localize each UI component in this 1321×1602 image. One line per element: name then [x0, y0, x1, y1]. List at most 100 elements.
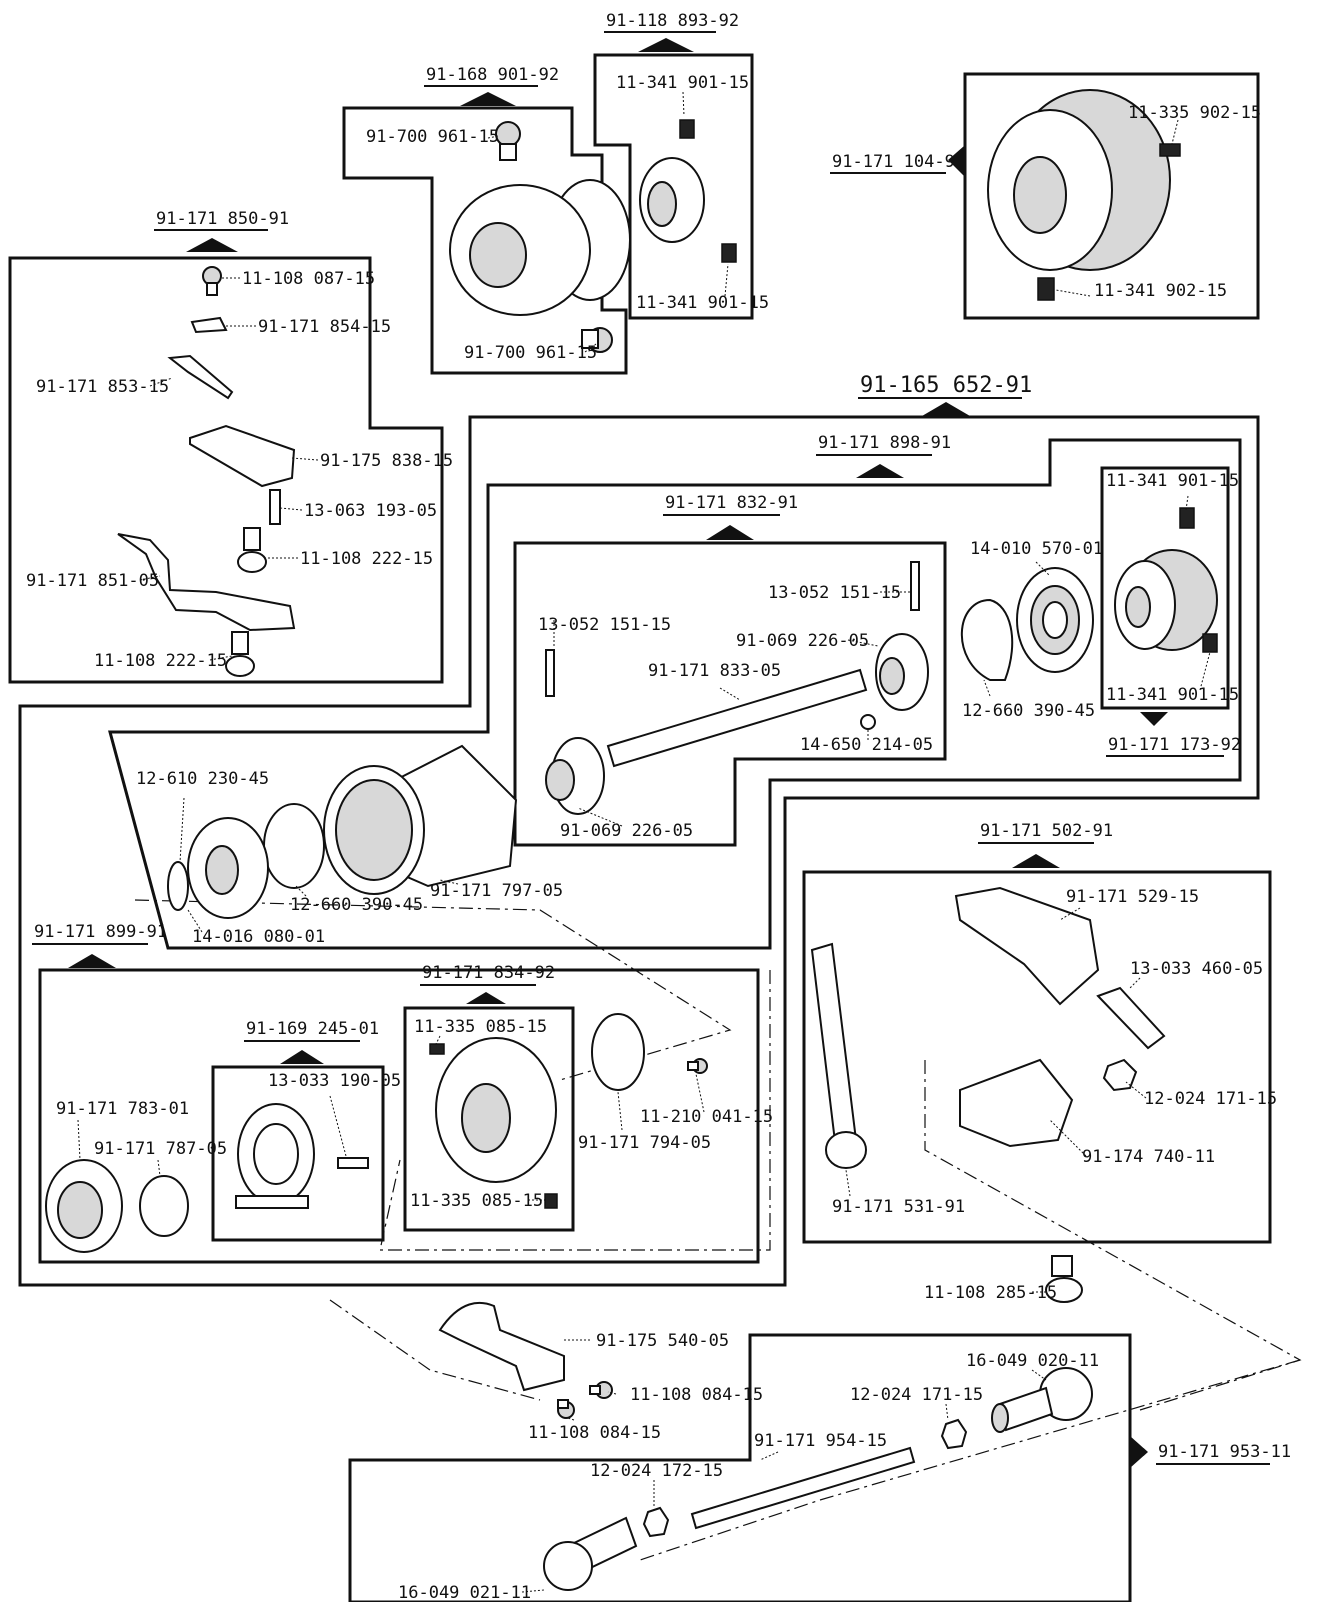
group-label-text: 91-118 893-92: [606, 11, 739, 31]
box-171-502: [802, 870, 1272, 1244]
part-label: 11-341 901-15: [636, 293, 769, 313]
box-171-173: [1100, 466, 1230, 710]
spring-drawing: [167, 354, 234, 400]
group-label-171-953: 91-171 953-11: [1130, 1436, 1291, 1468]
part-label: 13-033 190-05: [268, 1071, 401, 1091]
link-eye-drawing: [825, 1131, 867, 1169]
part-label: 91-171 854-15: [258, 317, 391, 337]
bracket-drawing: [954, 886, 1100, 1006]
group-label-171-834: 91-171 834-92: [420, 963, 555, 1004]
ball-joint-drawing: [991, 1367, 1093, 1433]
part-label: 11-210 041-15: [640, 1107, 773, 1127]
pin-drawing: [1096, 986, 1166, 1050]
set-screw-icon: [1179, 507, 1195, 529]
part-label: 11-341 901-15: [1106, 685, 1239, 705]
pin-drawing: [269, 489, 281, 525]
part-label: 11-108 084-15: [630, 1385, 763, 1405]
group-label-text: 91-171 502-91: [980, 821, 1113, 841]
group-label-171-502: 91-171 502-91: [978, 821, 1113, 868]
box-171-832: [513, 541, 947, 847]
part-label: 91-171 853-15: [36, 377, 169, 397]
link-arm-drawing: [810, 942, 858, 1152]
part-label: 91-171 794-05: [578, 1133, 711, 1153]
clip-drawing: [190, 316, 228, 334]
group-label-168-901: 91-168 901-92: [424, 65, 559, 106]
centerline-5: [329, 1299, 541, 1401]
box-171-834: [403, 1006, 575, 1232]
box-171-899: [38, 968, 760, 1264]
pin-drawing: [545, 649, 555, 697]
crank-drawing: [959, 1058, 1074, 1148]
part-label: 91-069 226-05: [736, 631, 869, 651]
ball-bearing-drawing: [187, 817, 269, 919]
part-label: 12-024 172-15: [590, 1461, 723, 1481]
part-label: 11-341 901-15: [1106, 471, 1239, 491]
group-label-171-899: 91-171 899-91: [32, 922, 167, 968]
pinion-gear-drawing: [1114, 549, 1218, 651]
part-label: 91-171 797-05: [430, 881, 563, 901]
box-168-901: [342, 106, 628, 375]
group-label-text: 91-171 173-92: [1108, 735, 1241, 755]
group-label-171-104: 91-171 104-91: [830, 146, 965, 176]
pin-drawing: [910, 561, 920, 611]
part-label: 12-024 171-15: [850, 1385, 983, 1405]
nut-icon: [1102, 1058, 1138, 1092]
part-label: 91-171 833-05: [648, 661, 781, 681]
group-label-text: 91-171 850-91: [156, 209, 289, 229]
part-label: 13-052 151-15: [538, 615, 671, 635]
centerline-2: [379, 970, 771, 1251]
part-label: 12-024 171-15: [1144, 1089, 1277, 1109]
part-label: 11-341 901-15: [616, 73, 749, 93]
screw-icon: [1045, 1255, 1083, 1303]
threaded-rod-drawing: [690, 1446, 916, 1530]
group-label-171-850: 91-171 850-91: [154, 209, 289, 252]
group-label-text: 91-171 953-11: [1158, 1442, 1291, 1462]
set-screw-icon: [1202, 633, 1218, 653]
part-label: 14-016 080-01: [192, 927, 325, 947]
centerline-3: [924, 1060, 1302, 1411]
group-label-text: 91-165 652-91: [860, 373, 1032, 398]
group-label-text: 91-169 245-01: [246, 1019, 379, 1039]
part-label: 11-108 222-15: [300, 549, 433, 569]
set-screw-icon: [721, 243, 737, 263]
group-label-text: 91-171 899-91: [34, 922, 167, 942]
part-label: 11-335 085-15: [414, 1017, 547, 1037]
group-label-171-173: 91-171 173-92: [1106, 712, 1241, 757]
group-label-text: 91-171 898-91: [818, 433, 951, 453]
part-label: 12-660 390-45: [290, 895, 423, 915]
box-171-953: [348, 1333, 1132, 1602]
set-screw-icon: [544, 1193, 558, 1209]
group-label-text: 91-171 834-92: [422, 963, 555, 983]
washer-drawing: [139, 1175, 189, 1237]
screw-icon: [557, 1399, 575, 1419]
box-171-850: [8, 256, 444, 684]
group-label-171-898: 91-171 898-91: [816, 433, 951, 478]
part-label: 11-335 902-15: [1128, 103, 1261, 123]
screw-icon: [237, 527, 267, 573]
ball-joint-drawing: [543, 1516, 638, 1591]
part-label: 11-108 087-15: [242, 269, 375, 289]
block-drawing: [189, 424, 296, 488]
part-label: 91-171 783-01: [56, 1099, 189, 1119]
part-label: 13-063 193-05: [304, 501, 437, 521]
part-label: 91-175 540-05: [596, 1331, 729, 1351]
part-label: 16-049 021-11: [398, 1583, 531, 1602]
part-label: 91-175 838-15: [320, 451, 453, 471]
screw-icon: [581, 327, 613, 353]
snap-ring-drawing: [167, 861, 189, 911]
screw-icon: [687, 1058, 708, 1074]
ball-drawing: [860, 714, 876, 730]
group-label-text: 91-171 832-91: [665, 493, 798, 513]
gear-drawing: [987, 89, 1171, 271]
snap-ring-drawing: [960, 598, 1014, 681]
part-label: 16-049 020-11: [966, 1351, 1099, 1371]
box-171-104: [963, 72, 1260, 320]
pin-drawing: [337, 1157, 369, 1169]
group-label-169-245: 91-169 245-01: [244, 1019, 379, 1064]
pulley-drawing: [45, 1159, 123, 1253]
part-label: 12-610 230-45: [136, 769, 269, 789]
group-label-text: 91-168 901-92: [426, 65, 559, 85]
part-label: 11-335 085-15: [410, 1191, 543, 1211]
set-screw-icon: [679, 119, 695, 139]
